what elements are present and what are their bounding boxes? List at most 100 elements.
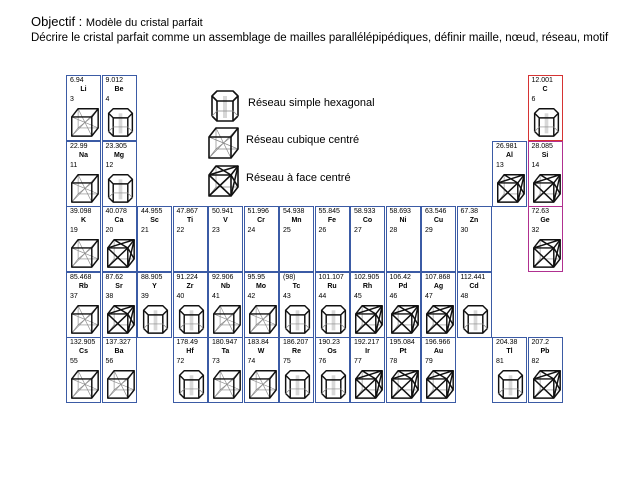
element-number: 13 — [496, 161, 504, 169]
element-symbol: K — [80, 217, 87, 224]
face-centered-cubic-icon — [106, 239, 135, 268]
body-centered-cubic-icon — [71, 304, 99, 334]
element-mass: 186.207 — [283, 339, 309, 346]
element-symbol: Zn — [469, 217, 479, 224]
element-number: 20 — [105, 227, 114, 234]
element-mass: 112.441 — [460, 273, 486, 281]
legend-label: Réseau simple hexagonal — [248, 97, 375, 109]
element-symbol: Zr — [186, 282, 194, 290]
element-mass: 85.468 — [70, 273, 92, 281]
element-number: 55 — [70, 358, 78, 365]
element-mass: 12.001 — [531, 77, 553, 84]
element-symbol: Cd — [469, 282, 479, 290]
hexagonal-lattice-icon — [462, 304, 488, 334]
element-symbol: Be — [114, 86, 124, 93]
element-number: 14 — [531, 161, 540, 169]
hexagonal-lattice-icon — [211, 90, 239, 122]
element-number: 56 — [105, 358, 114, 365]
objective-description: Décrire le cristal parfait comme un asse… — [31, 32, 609, 44]
hexagonal-lattice-icon — [497, 370, 524, 399]
element-symbol: Y — [152, 282, 157, 290]
element-mass: 178.49 — [176, 339, 198, 346]
element-symbol: Ti — [186, 217, 194, 224]
element-number: 76 — [318, 358, 327, 365]
element-symbol: Mg — [113, 151, 125, 159]
element-number: 75 — [283, 358, 291, 365]
element-symbol: Ir — [365, 348, 370, 355]
element-number: 37 — [70, 292, 78, 300]
element-mass: 95.95 — [247, 273, 266, 281]
element-number: 72 — [176, 358, 185, 365]
element-number: 32 — [531, 227, 540, 234]
header: Objectif : Modèle du cristal parfait Déc… — [31, 14, 621, 45]
element-symbol: Sr — [115, 282, 123, 290]
element-symbol: Pb — [540, 348, 550, 355]
body-centered-cubic-icon — [71, 173, 99, 203]
element-mass: 106.42 — [389, 273, 411, 281]
element-mass: 6.94 — [70, 77, 84, 84]
element-number: 47 — [425, 292, 433, 300]
element-symbol: C — [542, 86, 548, 93]
element-symbol: Ca — [114, 217, 124, 224]
element-number: 42 — [247, 292, 256, 300]
element-number: 25 — [283, 227, 291, 234]
element-number: 24 — [247, 227, 256, 234]
element-symbol: Rh — [362, 282, 373, 290]
element-mass: 63.546 — [425, 208, 447, 215]
element-symbol: Mo — [255, 282, 267, 290]
element-mass: 91.224 — [176, 273, 198, 281]
objective-label: Objectif : — [31, 14, 83, 29]
element-symbol: Co — [362, 217, 373, 224]
element-symbol: V — [223, 217, 228, 224]
element-mass: 50.941 — [212, 208, 234, 215]
element-number: 6 — [531, 96, 536, 103]
element-symbol: Ge — [540, 217, 550, 224]
hexagonal-lattice-icon — [320, 304, 346, 334]
element-number: 41 — [212, 292, 220, 300]
body-centered-cubic-icon — [213, 370, 241, 399]
hexagonal-lattice-icon — [107, 173, 133, 203]
face-centered-cubic-icon — [208, 165, 239, 197]
element-number: 38 — [105, 292, 114, 300]
element-mass: 88.905 — [141, 273, 163, 281]
element-symbol: W — [257, 348, 265, 355]
element-symbol: Ni — [399, 217, 407, 224]
element-mass: 204.38 — [496, 339, 518, 346]
hexagonal-lattice-icon — [178, 304, 204, 334]
face-centered-cubic-icon — [390, 304, 419, 334]
element-symbol: Al — [506, 151, 513, 159]
legend-label: Réseau à face centré — [246, 172, 351, 184]
element-mass: 9.012 — [105, 77, 124, 84]
element-symbol: Fe — [327, 217, 337, 224]
body-centered-cubic-icon — [248, 370, 277, 399]
element-number: 3 — [70, 96, 74, 103]
element-number: 12 — [105, 161, 114, 169]
element-mass: 107.868 — [425, 273, 451, 281]
element-symbol: Rb — [78, 282, 89, 290]
element-number: 44 — [318, 292, 327, 300]
element-mass: 72.63 — [531, 208, 550, 215]
body-centered-cubic-icon — [71, 370, 99, 399]
element-symbol: Cu — [433, 217, 444, 224]
body-centered-cubic-icon — [106, 370, 135, 399]
element-number: 39 — [141, 292, 149, 300]
element-mass: 23.305 — [105, 142, 127, 150]
